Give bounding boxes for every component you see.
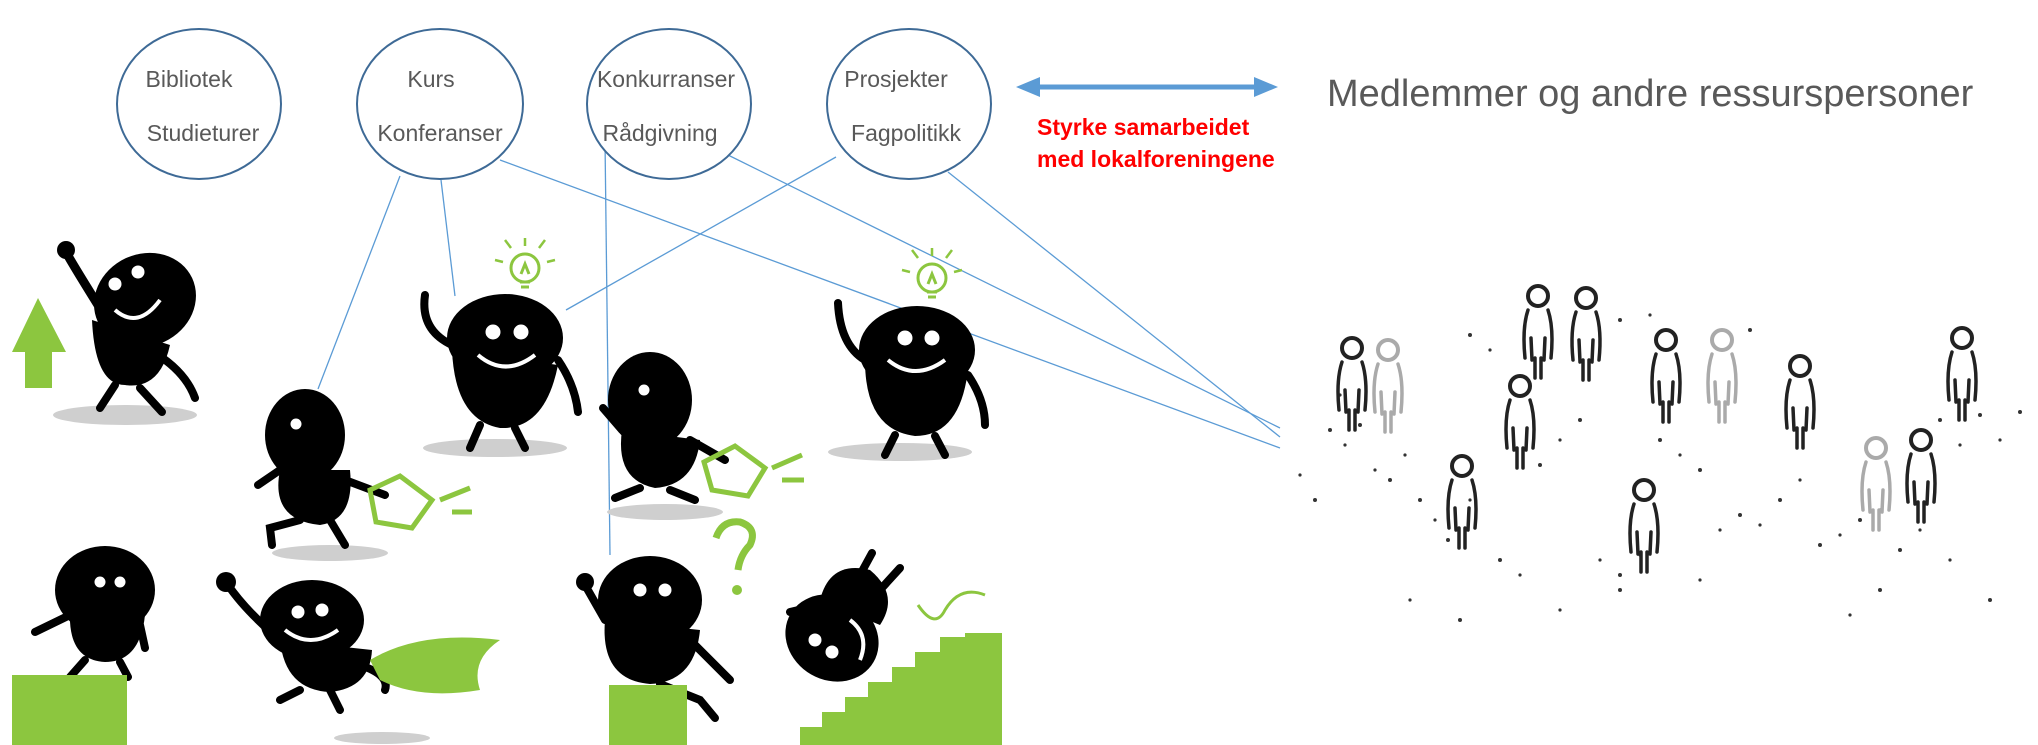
- cartoon-figures: [31, 241, 989, 744]
- green-decorations: [12, 236, 1002, 745]
- bubble-bibliotek-line1: Bibliotek: [145, 66, 233, 92]
- double-arrow: [1016, 77, 1278, 97]
- bubble-bibliotek: [116, 28, 282, 180]
- collaboration-note: Styrke samarbeidet med lokalforeningene: [1037, 111, 1275, 175]
- bubble-kurs-line2: Konferanser: [377, 120, 503, 146]
- connector-lines: [317, 139, 1281, 556]
- bubble-kurs-line1: Kurs: [407, 66, 455, 92]
- cartoon-faces: [94, 265, 947, 661]
- crowd-sketch: [1298, 284, 2022, 622]
- collaboration-note-line1: Styrke samarbeidet: [1037, 114, 1250, 140]
- bubble-konkurranser-line2: Rådgivning: [602, 120, 718, 146]
- collaboration-note-line2: med lokalforeningene: [1037, 146, 1275, 172]
- bubble-konkurranser-line1: Konkurranser: [596, 66, 736, 92]
- bubble-kurs: [356, 28, 524, 180]
- bubble-prosjekter-line2: Fagpolitikk: [851, 120, 961, 146]
- bubble-bibliotek-line2: Studieturer: [146, 120, 260, 146]
- members-heading: Medlemmer og andre ressurspersoner: [1327, 73, 1974, 115]
- bubble-konkurranser: [586, 28, 752, 180]
- up-arrow-icon: [12, 298, 66, 388]
- bubble-prosjekter-line1: Prosjekter: [844, 66, 948, 92]
- bubble-prosjekter: [826, 28, 992, 180]
